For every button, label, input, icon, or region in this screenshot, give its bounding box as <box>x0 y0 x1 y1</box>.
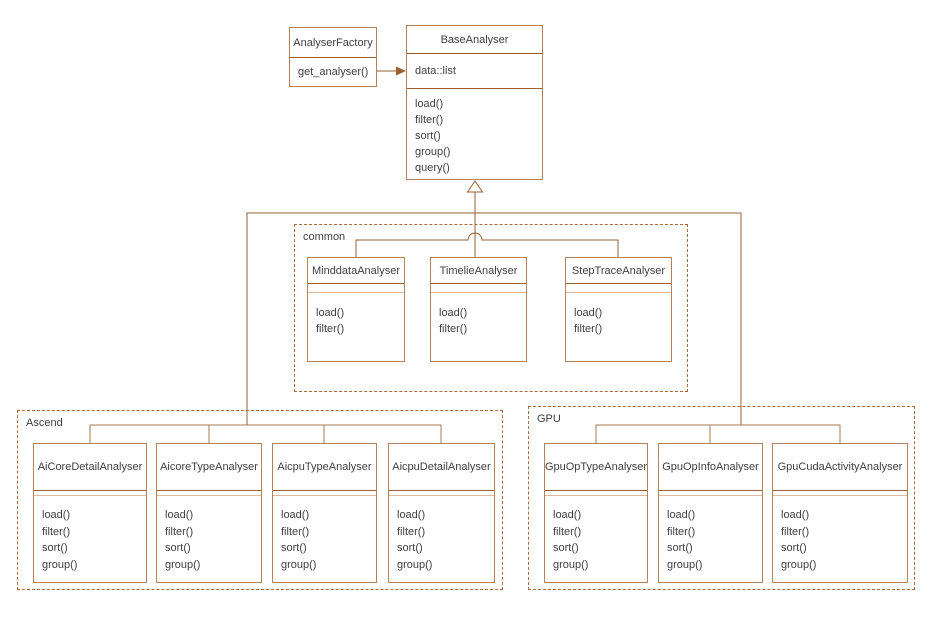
group-gpu: GPU <box>528 406 915 590</box>
class-method: filter() <box>781 525 810 538</box>
class-method: load() <box>397 509 426 521</box>
class-title: GpuOpInfoAnalyser <box>659 444 762 491</box>
class-title: GpuCudaActivityAnalyser <box>773 444 907 491</box>
class-box-timelie-analyser: TimelieAnalyser load() filter() <box>430 257 527 362</box>
class-method: sort() <box>42 542 68 554</box>
class-method: sort() <box>281 542 307 554</box>
class-title: AicpuTypeAnalyser <box>273 444 376 491</box>
class-method: load() <box>667 509 696 521</box>
class-box-aicore-detail-analyser: AiCoreDetailAnalyser load() filter() sor… <box>33 443 147 583</box>
empty-attributes <box>157 491 261 496</box>
class-method: filter() <box>397 525 426 538</box>
class-method: load() <box>165 509 194 521</box>
class-method: group() <box>553 558 589 571</box>
class-method: load() <box>415 98 444 110</box>
association-arrow <box>377 66 406 76</box>
branch-to-ascend-gpu <box>246 212 742 425</box>
class-method: sort() <box>165 542 191 554</box>
class-method: load() <box>553 509 582 521</box>
class-method: filter() <box>281 525 310 538</box>
class-title: GpuOpTypeAnalyser <box>545 444 647 491</box>
class-box-minddata-analyser: MinddataAnalyser load() filter() <box>307 257 405 362</box>
gpu-group-connector <box>595 424 841 443</box>
class-box-gpu-cuda-activity-analyser: GpuCudaActivityAnalyser load() filter() … <box>772 443 908 583</box>
class-method: filter() <box>667 525 696 538</box>
class-title: StepTraceAnalyser <box>566 258 671 284</box>
hollow-triangle-icon <box>466 180 484 193</box>
class-method: sort() <box>667 542 693 554</box>
class-method: sort() <box>781 542 807 554</box>
class-method: filter() <box>165 525 194 538</box>
empty-attributes <box>773 491 907 496</box>
empty-attributes <box>566 284 671 293</box>
empty-attributes <box>389 491 494 496</box>
group-ascend: Ascend <box>17 410 503 590</box>
group-label: common <box>303 231 346 243</box>
class-method: sort() <box>397 542 423 554</box>
class-box-aicore-type-analyser: AicoreTypeAnalyser load() filter() sort(… <box>156 443 262 583</box>
class-method: get_analyser() <box>298 66 369 78</box>
group-common: common <box>294 224 688 392</box>
class-method: load() <box>574 307 603 319</box>
ascend-group-connector <box>89 424 442 443</box>
class-method: filter() <box>42 525 71 538</box>
class-method: load() <box>316 307 345 319</box>
class-title: AicpuDetailAnalyser <box>389 444 494 491</box>
class-title: BaseAnalyser <box>407 26 542 54</box>
class-method: group() <box>42 558 78 571</box>
group-label: Ascend <box>26 417 63 429</box>
empty-attributes <box>431 284 526 293</box>
empty-attributes <box>308 284 404 293</box>
class-method: filter() <box>553 525 582 538</box>
class-box-gpu-op-type-analyser: GpuOpTypeAnalyser load() filter() sort()… <box>544 443 648 583</box>
class-method: group() <box>281 558 317 571</box>
class-method: filter() <box>415 114 444 126</box>
empty-attributes <box>545 491 647 496</box>
class-title: AnalyserFactory <box>290 28 376 58</box>
class-box-aicpu-type-analyser: AicpuTypeAnalyser load() filter() sort()… <box>272 443 377 583</box>
class-box-analyser-factory: AnalyserFactory get_analyser() <box>289 27 377 87</box>
class-attribute: data::list <box>407 54 542 89</box>
class-method: filter() <box>574 323 603 335</box>
class-title: AicoreTypeAnalyser <box>157 444 261 491</box>
branch-to-common <box>355 232 619 257</box>
empty-attributes <box>34 491 146 496</box>
class-method: load() <box>439 307 468 319</box>
group-label: GPU <box>537 413 561 425</box>
empty-attributes <box>659 491 762 496</box>
class-method: group() <box>165 558 201 571</box>
class-box-gpu-op-info-analyser: GpuOpInfoAnalyser load() filter() sort()… <box>658 443 763 583</box>
class-title: MinddataAnalyser <box>308 258 404 284</box>
class-title: AiCoreDetailAnalyser <box>34 444 146 491</box>
class-method: load() <box>781 509 810 521</box>
class-method: group() <box>667 558 703 571</box>
class-method: query() <box>415 162 450 174</box>
class-box-base-analyser: BaseAnalyser data::list load() filter() … <box>406 25 543 180</box>
class-method: sort() <box>553 542 579 554</box>
class-title: TimelieAnalyser <box>431 258 526 284</box>
class-method: load() <box>42 509 71 521</box>
class-method: filter() <box>439 323 468 335</box>
class-method: group() <box>781 558 817 571</box>
class-method: group() <box>397 558 433 571</box>
generalization-trunk <box>466 180 484 257</box>
class-box-aicpu-detail-analyser: AicpuDetailAnalyser load() filter() sort… <box>388 443 495 583</box>
class-box-steptrace-analyser: StepTraceAnalyser load() filter() <box>565 257 672 362</box>
empty-attributes <box>273 491 376 496</box>
class-method: sort() <box>415 130 441 142</box>
class-method: filter() <box>316 323 345 335</box>
class-method: load() <box>281 509 310 521</box>
class-method: group() <box>415 146 451 158</box>
